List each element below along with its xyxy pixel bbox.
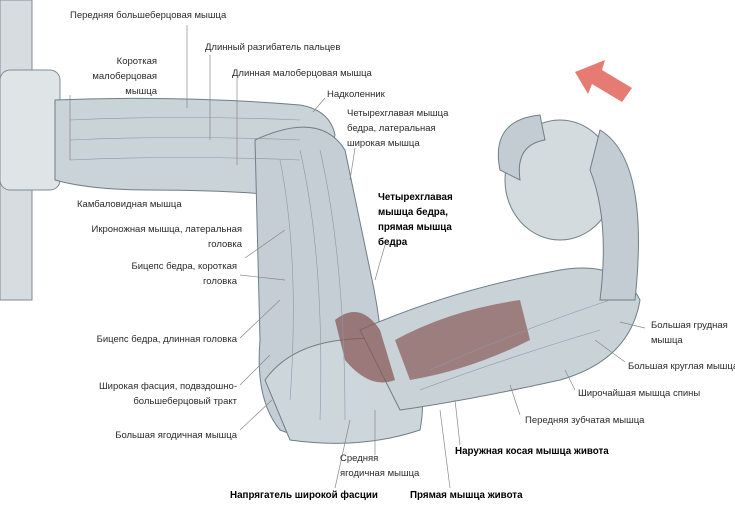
label-biceps-long: Бицепс бедра, длинная головка bbox=[96, 334, 237, 345]
label-soleus: Камбаловидная мышца bbox=[77, 199, 182, 210]
label-external-oblique: Наружная косая мышца живота bbox=[455, 446, 609, 457]
label-line: головка bbox=[203, 276, 237, 287]
label-line: Бицепс бедра, короткая bbox=[131, 261, 237, 272]
label-line: бедра bbox=[378, 237, 408, 248]
label-serratus-anterior: Передняя зубчатая мышца bbox=[525, 415, 645, 426]
label-latissimus: Широчайшая мышца спины bbox=[578, 388, 701, 399]
label-ext-digitorum-longus: Длинный разгибатель пальцев bbox=[205, 42, 341, 53]
label-teres-major: Большая круглая мышца bbox=[628, 361, 735, 372]
rectus-femoris-highlight bbox=[335, 312, 395, 383]
label-line: Икроножная мышца, латеральная bbox=[91, 224, 242, 235]
arm bbox=[497, 114, 546, 181]
foot bbox=[0, 69, 61, 191]
label-line: мышца бедра, bbox=[378, 207, 448, 218]
leader-lines bbox=[69, 25, 646, 489]
label-biceps-short: Бицепс бедра, короткая головка bbox=[131, 259, 237, 289]
label-line: большеберцовый тракт bbox=[133, 396, 237, 407]
label-line: прямая мышца bbox=[378, 222, 452, 233]
label-tibialis-anterior: Передняя большеберцовая мышца bbox=[70, 10, 227, 21]
label-it-band: Широкая фасция, подвздошно- большеберцов… bbox=[99, 379, 237, 409]
label-rectus-abdominis: Прямая мышца живота bbox=[410, 490, 523, 501]
label-line: Четырехглавая мышца bbox=[347, 108, 449, 119]
muscle-fibers bbox=[69, 117, 611, 421]
label-peroneus-brevis: Короткая малоберцовая мышца bbox=[92, 54, 157, 99]
label-gluteus-medius: Средняя ягодичная мышца bbox=[340, 451, 419, 481]
label-pectoralis-major: Большая грудная мышца bbox=[651, 318, 728, 348]
label-line: Короткая bbox=[116, 56, 157, 67]
label-line: Большая грудная bbox=[651, 320, 728, 331]
label-line: малоберцовая bbox=[92, 71, 157, 82]
label-line: Четырехглавая bbox=[378, 192, 453, 203]
label-gluteus-maximus: Большая ягодичная мышца bbox=[115, 430, 237, 441]
label-gastrocnemius: Икроножная мышца, латеральная головка bbox=[91, 222, 242, 252]
label-line: Средняя bbox=[340, 453, 379, 464]
label-line: мышца bbox=[125, 86, 157, 97]
label-tensor-fasciae: Напрягатель широкой фасции bbox=[230, 490, 378, 501]
label-vastus-lateralis: Четырехглавая мышца бедра, латеральная ш… bbox=[347, 106, 448, 151]
rectus-abdominis-highlight bbox=[395, 300, 530, 380]
label-line: широкая мышца bbox=[347, 138, 420, 149]
label-line: бедра, латеральная bbox=[347, 123, 436, 134]
label-patella: Надколенник bbox=[327, 89, 385, 100]
direction-arrow-icon bbox=[575, 60, 632, 102]
label-line: мышца bbox=[651, 335, 683, 346]
label-peroneus-longus: Длинная малоберцовая мышца bbox=[232, 68, 372, 79]
label-line: ягодичная мышца bbox=[340, 468, 420, 479]
label-line: Широкая фасция, подвздошно- bbox=[98, 381, 237, 392]
label-line: головка bbox=[208, 239, 242, 250]
arm bbox=[589, 129, 639, 301]
label-rectus-femoris: Четырехглавая мышца бедра, прямая мышца … bbox=[378, 190, 453, 250]
